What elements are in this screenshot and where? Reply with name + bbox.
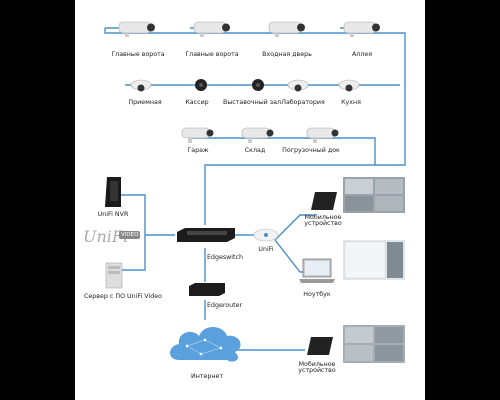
server-label: Сервер с ПО UniFi Video <box>84 293 162 300</box>
nvr-icon <box>103 175 125 213</box>
camera-view-thumbnail <box>343 177 405 217</box>
laptop-icon <box>297 257 337 289</box>
edgeswitch-label: Edgeswitch <box>207 254 243 261</box>
dome-camera-icon <box>247 77 269 91</box>
camera-label: Главные ворота <box>185 51 239 58</box>
bullet-camera-icon <box>190 18 234 38</box>
bullet-camera-icon <box>115 18 159 38</box>
camera-label: Выставочный зал <box>223 99 281 106</box>
camera-label: Склад <box>244 147 266 154</box>
mobile-device-label: Мобильное устройство <box>298 361 336 375</box>
camera-label: Кухня <box>341 99 361 106</box>
internet-label: Интернет <box>190 373 224 380</box>
video-badge: VIDEO <box>119 231 141 239</box>
server-icon <box>103 260 125 294</box>
dome-camera-icon <box>190 77 212 91</box>
camera-label: Аллея <box>351 51 373 58</box>
dome-camera-icon <box>287 78 309 92</box>
access-point-icon <box>253 227 279 247</box>
bullet-camera-icon <box>340 18 384 38</box>
camera-label: Лаборатория <box>281 99 325 106</box>
bullet-camera-icon <box>303 124 347 144</box>
access-point-label: UniFi <box>258 246 274 253</box>
bullet-camera-icon <box>265 18 309 38</box>
mobile-device-label: Мобильное устройство <box>304 214 342 228</box>
cloud-icon <box>165 318 247 372</box>
dome-camera-icon <box>130 78 152 92</box>
edgerouter-label: Edgerouter <box>207 302 243 309</box>
edgeswitch-icon <box>175 226 237 248</box>
laptop-label: Ноутбук <box>303 291 331 298</box>
camera-label: Кассир <box>185 99 209 106</box>
bullet-camera-icon <box>238 124 282 144</box>
camera-label: Приемная <box>128 99 162 106</box>
network-diagram: Главные ворота Главные ворота Входная дв… <box>75 0 425 400</box>
camera-view-thumbnail <box>343 240 405 284</box>
bullet-camera-icon <box>178 124 222 144</box>
edgerouter-icon <box>187 282 227 302</box>
camera-label: Погрузочный док <box>282 147 340 154</box>
unifi-logo: UniFi <box>83 227 129 246</box>
nvr-label: UniFi NVR <box>97 211 129 218</box>
tablet-icon <box>309 190 339 216</box>
dome-camera-icon <box>338 78 360 92</box>
camera-label: Гараж <box>187 147 209 154</box>
camera-label: Главные ворота <box>111 51 165 58</box>
camera-view-thumbnail <box>343 325 405 367</box>
tablet-icon <box>305 335 335 361</box>
camera-label: Входная дверь <box>262 51 312 58</box>
